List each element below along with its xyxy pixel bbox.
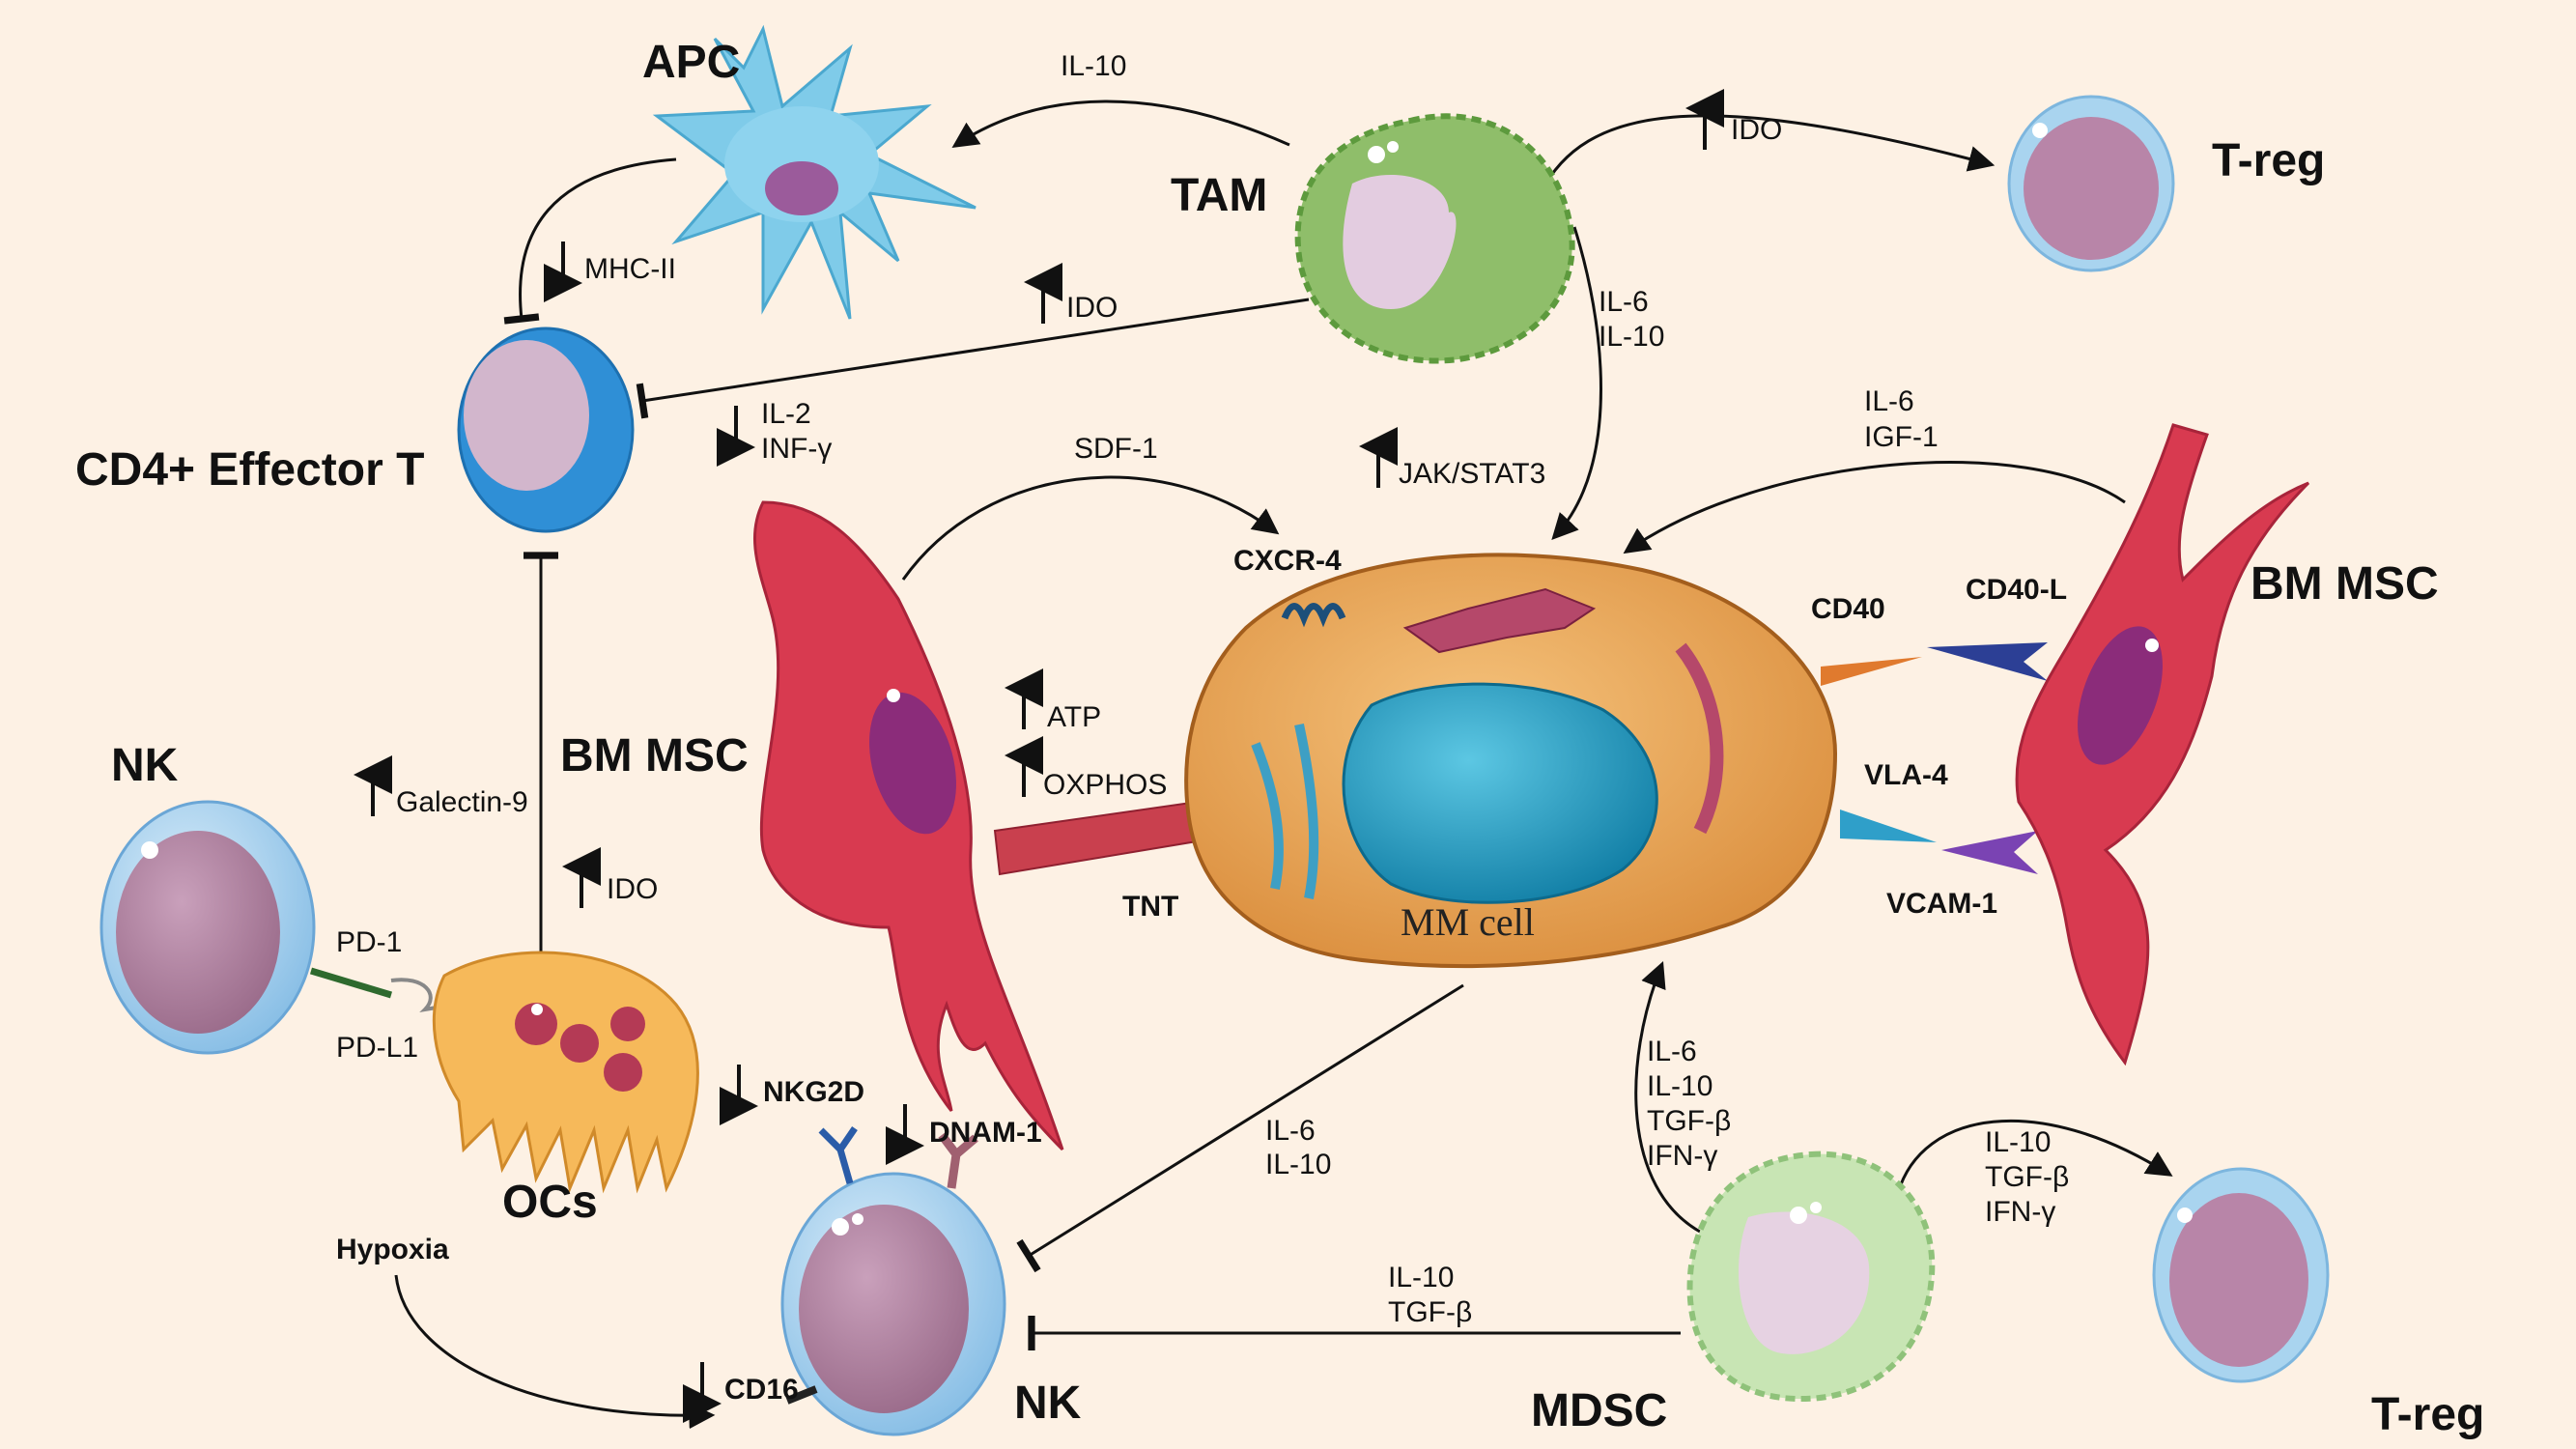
- sig-il10-mdsc: IL-10: [1647, 1070, 1713, 1102]
- apc-cell: [652, 24, 977, 320]
- cd4-effector-t-cell: [457, 327, 635, 533]
- sig-sdf1: SDF-1: [1074, 433, 1158, 465]
- sig-mhc2: MHC-II: [584, 253, 676, 285]
- vla4-spike: [1840, 810, 1937, 842]
- label-mdsc: MDSC: [1531, 1385, 1667, 1436]
- sig-il10-tam: IL-10: [1599, 321, 1664, 353]
- sig-vla4: VLA-4: [1864, 759, 1948, 791]
- arrow-hypoxia-to-nk: [394, 1274, 716, 1430]
- arrow-msc-to-mm-sdf1: [901, 475, 1280, 581]
- mm-cell: [1184, 553, 1838, 969]
- sig-tgfb-treg: TGF-β: [1985, 1161, 2069, 1193]
- nk-left-cell: [99, 800, 316, 1055]
- label-bm-msc-right: BM MSC: [2250, 558, 2439, 610]
- inhibit-mm-to-nk: [1016, 983, 1464, 1273]
- label-treg-bottom: T-reg: [2371, 1389, 2484, 1440]
- nkg2d-receptor: [818, 1126, 858, 1184]
- arrow-mdsc-to-mm: [1634, 960, 1701, 1234]
- bm-msc-right-cell: [2015, 423, 2310, 1066]
- sig-nkg2d: NKG2D: [763, 1076, 864, 1108]
- sig-igf1: IGF-1: [1864, 421, 1939, 453]
- label-tam: TAM: [1171, 170, 1267, 221]
- sig-il10-top: IL-10: [1061, 50, 1126, 82]
- cd40-spike: [1821, 657, 1922, 686]
- sig-il6-mm-nk: IL-6: [1265, 1115, 1316, 1147]
- vcam1-spike: [1941, 831, 2038, 874]
- inhibit-apc-to-cd4: [503, 157, 677, 325]
- sig-atp: ATP: [1047, 701, 1101, 733]
- dnam1-receptor: [938, 1132, 978, 1189]
- sig-il6-tam: IL-6: [1599, 286, 1649, 318]
- cd40l-spike: [1927, 642, 2048, 681]
- label-nk-left: NK: [111, 740, 179, 791]
- nk-bottom-cell: [780, 1126, 1006, 1436]
- treg-top-cell: [2007, 95, 2175, 272]
- arrow-tam-to-mm: [1551, 226, 1602, 540]
- sig-il6-msc: IL-6: [1864, 385, 1914, 417]
- sig-il2: IL-2: [761, 398, 811, 430]
- label-apc: APC: [642, 37, 740, 88]
- sig-infg: INF-γ: [761, 433, 832, 465]
- sig-ifng-mdsc: IFN-γ: [1647, 1140, 1717, 1172]
- sig-il10-treg: IL-10: [1985, 1126, 2051, 1158]
- cell-labels: APC TAM T-reg CD4+ Effector T BM MSC BM …: [75, 37, 2484, 1440]
- tnt-tube: [993, 800, 1204, 876]
- bm-msc-center-cell: [752, 500, 1064, 1151]
- tam-cell: [1294, 113, 1575, 364]
- sig-vcam1: VCAM-1: [1886, 888, 1997, 920]
- arrow-msc-right-to-mm: [1623, 461, 2126, 554]
- label-ocs: OCs: [502, 1177, 598, 1228]
- signal-labels: IL-10 IDO MHC-II IDO IL-6 IL-10 IL-2 INF…: [336, 50, 2069, 1406]
- sig-ido-cd4: IDO: [1066, 292, 1118, 324]
- sig-ifng-treg: IFN-γ: [1985, 1196, 2055, 1228]
- sig-il10-nk: IL-10: [1388, 1262, 1454, 1293]
- sig-il6-mdsc: IL-6: [1647, 1036, 1697, 1067]
- treg-bottom-cell: [2152, 1167, 2330, 1383]
- pd1-pdl1-interaction: [309, 967, 455, 1012]
- label-treg-top: T-reg: [2212, 135, 2325, 186]
- sig-cd40: CD40: [1811, 593, 1885, 625]
- arrow-mdsc-to-treg: [1896, 1119, 2173, 1194]
- connectors: [394, 99, 2173, 1430]
- label-nk-bottom: NK: [1014, 1378, 1082, 1429]
- sig-tgfb-mdsc: TGF-β: [1647, 1105, 1731, 1137]
- cd16-receptor: [785, 1385, 818, 1405]
- label-cd4: CD4+ Effector T: [75, 444, 424, 496]
- sig-cd16: CD16: [724, 1374, 799, 1406]
- sig-hypoxia: Hypoxia: [336, 1234, 449, 1265]
- receptor-spikes: [1821, 642, 2048, 874]
- mdsc-cell: [1686, 1151, 1936, 1403]
- arrow-tam-to-treg: [1539, 114, 1996, 194]
- label-mm-cell: MM cell: [1401, 900, 1535, 944]
- sig-il10-mm-nk: IL-10: [1265, 1149, 1331, 1180]
- sig-tnt: TNT: [1122, 891, 1178, 923]
- ocs-cell: [432, 951, 699, 1194]
- inhibit-tam-to-cd4: [636, 298, 1310, 419]
- sig-ido-oc: IDO: [607, 873, 658, 905]
- label-bm-msc-center: BM MSC: [560, 730, 749, 781]
- sig-tgfb-nk: TGF-β: [1388, 1296, 1472, 1328]
- sig-cd40l: CD40-L: [1966, 574, 2067, 606]
- sig-jakstat: JAK/STAT3: [1399, 458, 1545, 490]
- sig-dnam1: DNAM-1: [929, 1117, 1042, 1149]
- sig-pdl1: PD-L1: [336, 1032, 418, 1064]
- sig-ido-treg: IDO: [1731, 114, 1782, 146]
- sig-cxcr4: CXCR-4: [1233, 545, 1342, 577]
- arrow-tam-to-apc: [951, 99, 1290, 148]
- level-indicators: [354, 89, 1724, 1423]
- sig-galectin9: Galectin-9: [396, 786, 528, 818]
- sig-oxphos: OXPHOS: [1043, 769, 1167, 801]
- sig-pd1: PD-1: [336, 926, 402, 958]
